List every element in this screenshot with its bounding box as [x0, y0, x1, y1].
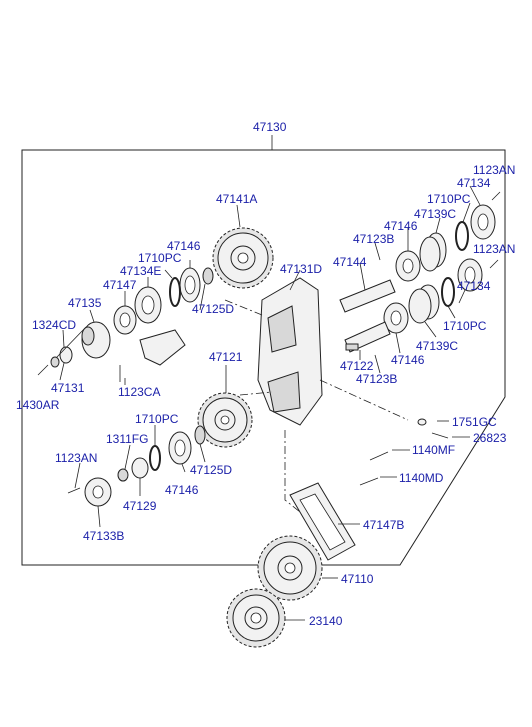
label-26823: 26823: [473, 431, 507, 445]
washer-47125D-upper: [202, 267, 214, 285]
gear-47139C-upper: [419, 232, 447, 272]
centerline-upper: [224, 299, 263, 316]
shaft-47144: [339, 279, 396, 313]
washer-47125D-lower: [194, 425, 206, 445]
bearing-47146-lower: [168, 431, 192, 465]
label-47141A: 47141A: [216, 192, 257, 206]
bolt-1123AN-left: [67, 487, 81, 494]
label-1311FG: 1311FG: [106, 432, 148, 446]
bolt-1123AN-right: [489, 259, 499, 269]
bearing-47129: [131, 457, 149, 479]
washer-1751GC: [417, 418, 427, 426]
bracket-1123CA: [139, 329, 186, 366]
assembly-frame: [21, 149, 506, 566]
washer-47131: [59, 346, 73, 364]
shaft-47122: [344, 321, 391, 353]
gear-47139C-lower: [408, 284, 440, 324]
label-47134-top: 47134: [457, 176, 491, 190]
label-1710PC-right: 1710PC: [443, 319, 487, 333]
leader-47141A: [236, 204, 241, 228]
bolt-1123AN-upper: [491, 191, 501, 201]
bolt-1140MD: [359, 477, 379, 486]
label-47144: 47144: [333, 255, 367, 269]
cover-47134-lower: [457, 258, 483, 292]
gear-47121: [197, 392, 253, 448]
gear-23140: [226, 588, 286, 648]
gear-47141A: [212, 227, 274, 289]
label-47110: 47110: [341, 572, 374, 586]
label-1710PC-mid: 1710PC: [135, 412, 179, 426]
label-47134-right: 47134: [457, 279, 491, 293]
label-47146-top: 47146: [384, 219, 418, 233]
label-47146-left: 47146: [167, 239, 201, 253]
label-1140MD: 1140MD: [399, 471, 444, 485]
label-47121: 47121: [209, 350, 243, 364]
centerline-right: [319, 379, 409, 421]
label-1123AN-top: 1123AN: [473, 163, 515, 177]
label-47139C-top: 47139C: [414, 207, 456, 221]
label-47122: 47122: [340, 359, 374, 373]
label-47134E: 47134E: [120, 264, 161, 278]
label-47131D: 47131D: [280, 262, 322, 276]
pin-1430AR: [37, 364, 49, 376]
label-47131: 47131: [51, 381, 85, 395]
part-labels: 47130 47141A 1123AN 47134 1710PC 47139C …: [16, 120, 515, 628]
oring-1710PC-upper: [169, 277, 181, 307]
leader-lines: [56, 185, 481, 528]
gasket-47147B: [289, 482, 356, 561]
centerline-lower: [239, 391, 273, 396]
bearing-47146-midright: [383, 302, 409, 334]
oring-1710PC-right: [455, 221, 469, 251]
label-47135: 47135: [68, 296, 102, 310]
label-1140MF: 1140MF: [412, 443, 455, 457]
label-47125D-top: 47125D: [192, 302, 234, 316]
label-47146-midright: 47146: [391, 353, 425, 367]
bolt-26823: [431, 432, 449, 439]
label-47146-bottom: 47146: [165, 483, 199, 497]
label-47133B: 47133B: [83, 529, 124, 543]
label-1751GC: 1751GC: [452, 415, 497, 429]
nut-1324CD: [50, 356, 60, 368]
label-23140: 23140: [309, 614, 343, 628]
label-1123CA: 1123CA: [118, 385, 160, 399]
label-47147B: 47147B: [363, 518, 404, 532]
label-47125D-bottom: 47125D: [190, 463, 232, 477]
label-47123B-top: 47123B: [353, 232, 394, 246]
label-47139C-bottom: 47139C: [416, 339, 458, 353]
label-47129: 47129: [123, 499, 157, 513]
cover-47134-upper: [470, 204, 496, 240]
label-1710PC-top: 1710PC: [427, 192, 471, 206]
oring-1710PC-lower-left: [149, 445, 161, 471]
label-47147: 47147: [103, 278, 137, 292]
label-47130: 47130: [253, 120, 287, 134]
case-47131D: [257, 277, 323, 426]
label-47123B-bottom: 47123B: [356, 372, 397, 386]
flange-47135: [81, 321, 111, 359]
oring-1710PC-lower: [441, 277, 455, 307]
label-1123AN-left: 1123AN: [55, 451, 97, 465]
label-1710PC-left: 1710PC: [138, 251, 182, 265]
cover-47133B: [84, 477, 112, 507]
label-1123AN-right: 1123AN: [473, 242, 515, 256]
nut-1311FG: [117, 468, 129, 482]
bearing-47146-right: [395, 250, 421, 282]
gear-47110: [257, 535, 323, 601]
bearing-47146-upper: [179, 267, 201, 303]
bearing-47147: [113, 305, 137, 335]
bolt-1140MF: [369, 451, 389, 461]
label-1324CD: 1324CD: [32, 318, 76, 332]
retainer-47134E: [134, 286, 162, 324]
label-1430AR: 1430AR: [16, 398, 60, 412]
